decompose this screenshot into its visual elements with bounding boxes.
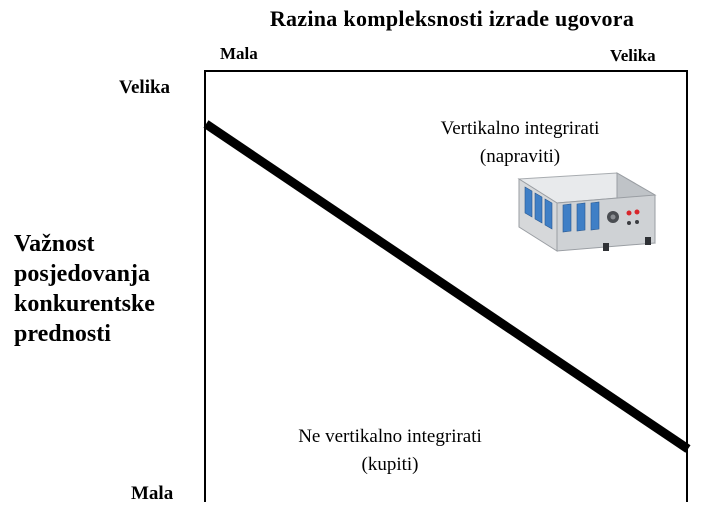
- y-axis-title-line: Važnost: [14, 231, 95, 257]
- quadrant-upper-right-line: Vertikalno integrirati: [440, 118, 600, 139]
- y-axis-title-line: konkurentske: [14, 291, 155, 317]
- y-axis-high-label: Velika: [119, 77, 171, 98]
- quadrant-lower-left: Ne vertikalno integrirati (kupiti): [240, 423, 540, 479]
- y-axis-title-line: prednosti: [14, 321, 111, 347]
- y-axis-title-line: posjedovanja: [14, 261, 151, 287]
- y-axis-low-label: Mala: [131, 483, 174, 504]
- y-axis-title: Važnost posjedovanja konkurentske predno…: [14, 229, 204, 349]
- rack-mounted-device-icon: [517, 172, 657, 252]
- diagram-frame: [204, 70, 688, 502]
- quadrant-upper-right: Vertikalno integrirati (napraviti): [410, 115, 630, 171]
- quadrant-lower-left-line: (kupiti): [361, 454, 419, 475]
- x-axis-low-label: Mala: [220, 44, 258, 63]
- diagram-title: Razina kompleksnosti izrade ugovora: [269, 6, 635, 31]
- quadrant-upper-right-line: (napraviti): [479, 146, 561, 167]
- x-axis-high-label: Velika: [610, 46, 656, 65]
- quadrant-lower-left-line: Ne vertikalno integrirati: [298, 426, 482, 447]
